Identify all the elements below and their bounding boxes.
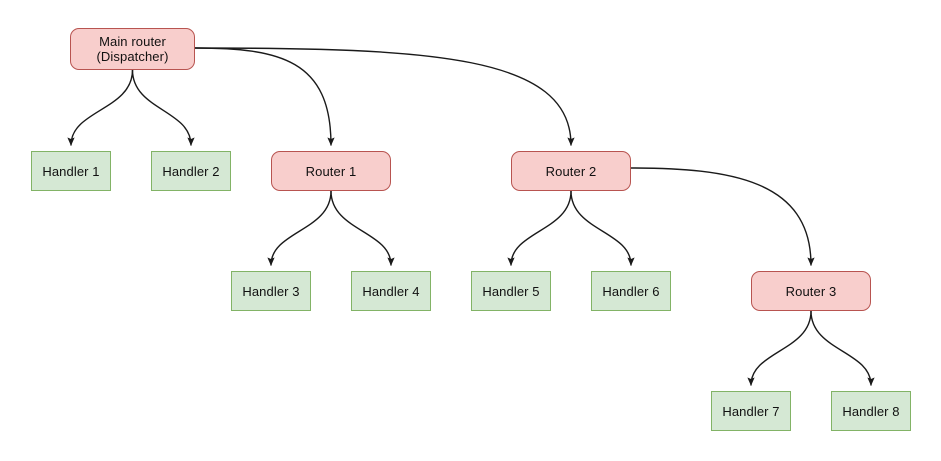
edge-main-to-handler-1 [67,69,134,146]
node-label-handler-5: Handler 5 [482,283,540,299]
edge-router-3-to-handler-7 [747,310,812,386]
edge-main-to-handler-2 [131,69,195,146]
node-label-handler-4: Handler 4 [362,283,420,299]
node-label-handler-8: Handler 8 [842,403,900,419]
edge-main-to-router-2 [194,47,575,146]
edge-main-to-router-1 [194,47,335,146]
edge-router-2-to-router-3 [630,167,815,266]
edge-router-1-to-handler-4 [330,190,395,266]
node-label-handler-3: Handler 3 [242,283,300,299]
node-label-main-router: Main router (Dispatcher) [96,34,169,64]
node-handler-1[interactable]: Handler 1 [31,151,111,191]
node-label-handler-6: Handler 6 [602,283,660,299]
node-handler-8[interactable]: Handler 8 [831,391,911,431]
edges-group [67,47,875,386]
node-handler-3[interactable]: Handler 3 [231,271,311,311]
node-label-router-3: Router 3 [785,283,837,299]
edge-router-2-to-handler-6 [570,190,635,266]
node-label-handler-7: Handler 7 [722,403,780,419]
node-router-3[interactable]: Router 3 [751,271,871,311]
edge-router-2-to-handler-5 [507,190,572,266]
node-router-2[interactable]: Router 2 [511,151,631,191]
node-label-router-2: Router 2 [545,163,597,179]
node-label-handler-2: Handler 2 [162,163,220,179]
node-handler-2[interactable]: Handler 2 [151,151,231,191]
node-handler-5[interactable]: Handler 5 [471,271,551,311]
edge-router-3-to-handler-8 [810,310,875,386]
node-label-router-1: Router 1 [305,163,357,179]
node-handler-4[interactable]: Handler 4 [351,271,431,311]
node-handler-6[interactable]: Handler 6 [591,271,671,311]
node-label-handler-1: Handler 1 [42,163,100,179]
node-main-router[interactable]: Main router (Dispatcher) [70,28,195,70]
node-router-1[interactable]: Router 1 [271,151,391,191]
node-handler-7[interactable]: Handler 7 [711,391,791,431]
edge-router-1-to-handler-3 [267,190,332,266]
